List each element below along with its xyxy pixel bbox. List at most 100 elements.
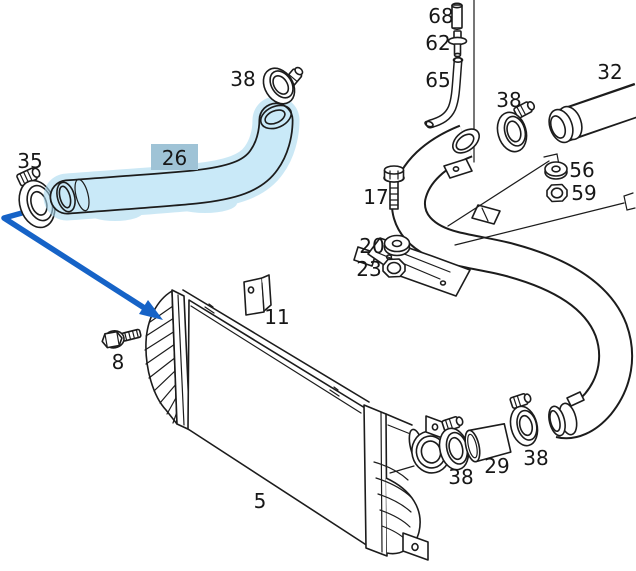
hose-26-top-opening (259, 104, 293, 130)
part-label-26-highlight-box (151, 144, 198, 170)
part-label-20: 20 (359, 234, 384, 258)
washer-20-top (383, 234, 411, 253)
clamp-35-band (18, 179, 56, 229)
valve-62-tip (453, 52, 462, 58)
intercooler-upper-tab-hole (431, 423, 439, 431)
washer-56-hole (551, 165, 561, 173)
bolt-17-head-top (383, 165, 405, 175)
part-labels: 35 26 38 68 62 65 38 32 56 59 17 20 23 1… (17, 4, 622, 513)
highlight-arrow-head (139, 300, 163, 320)
intercooler-tank-inner-line (380, 411, 383, 553)
intercooler-core (144, 289, 451, 561)
clamp-38a-screw-head (455, 416, 464, 427)
bracket-11 (243, 274, 272, 316)
nut-23 (382, 258, 406, 278)
hose-26-left-bore (58, 185, 72, 209)
nut-23-bore (386, 261, 402, 275)
intercooler-tank-ribs (373, 461, 412, 541)
tube-65-top-opening (452, 56, 464, 63)
intercooler-left-plate-inner-line (177, 294, 185, 426)
tube-65 (424, 56, 464, 129)
spacer-68-top (451, 2, 463, 9)
sleeve-29-left-bore (467, 433, 478, 459)
part-label-65: 65 (425, 68, 450, 92)
intercooler-wedge-hatching (144, 305, 179, 424)
spacer-68 (451, 2, 463, 31)
bolt-17-threads (389, 187, 399, 206)
part-label-32: 32 (597, 60, 622, 84)
clamp-38-top-band (262, 67, 296, 105)
clamp-38-top-band-bore (272, 74, 290, 95)
part-label-5: 5 (254, 489, 267, 513)
clamp-35 (16, 167, 56, 229)
hose-26-highlighted (43, 96, 300, 221)
intercooler-core-face (187, 299, 372, 549)
clamp-38b-screw (509, 393, 532, 409)
clamp-38-top-screw-head (294, 66, 304, 76)
clamp-38-bottom-right (509, 393, 539, 447)
clamp-38-middle-screw-head (526, 101, 536, 111)
part-label-8: 8 (112, 350, 125, 374)
washer-56 (544, 161, 568, 180)
bolt-8-head-facets (104, 331, 120, 349)
clamp-38b-band (509, 405, 539, 447)
part-label-23: 23 (356, 257, 381, 281)
clamp-38-middle-screw-slots (516, 104, 527, 118)
highlight-arrow (1, 203, 163, 320)
sleeve-29 (464, 423, 512, 463)
intercooler-lower-bulge (385, 477, 421, 555)
pipe-bracket-hole-2 (439, 280, 447, 286)
clamp-38b-band-bore (518, 414, 534, 437)
part-label-38-bottom-right: 38 (523, 446, 548, 470)
bracket-11-fold-line (261, 282, 265, 310)
charge-pipe-assembly (353, 124, 634, 440)
intercooler-port-connectors (387, 424, 415, 474)
sleeve-29-left-end (464, 429, 481, 463)
hose-26-left-opening (56, 181, 76, 213)
hose-32 (548, 82, 636, 144)
clamp-38a-screw (441, 416, 464, 432)
leader-line-upper (447, 153, 560, 227)
spacer-68-body (451, 4, 463, 29)
part-label-62: 62 (425, 31, 450, 55)
clamp-38b-screw-slots (512, 395, 522, 409)
bolt-8 (101, 328, 142, 349)
washer-20 (383, 234, 411, 257)
charge-pipe-top-bore (455, 133, 475, 151)
clamp-38-middle-band-bore (506, 120, 522, 143)
highlight-arrow-line (1, 203, 149, 312)
part-label-38-top: 38 (230, 67, 255, 91)
nut-59 (546, 183, 568, 203)
part-label-17: 17 (363, 185, 388, 209)
bracket-11-plate (243, 277, 265, 316)
charge-pipe-body (392, 126, 632, 438)
charge-pipe-end-bore (549, 409, 561, 433)
spacer-68-bottom (451, 27, 463, 31)
intercooler-lower-tab-hole (411, 542, 419, 552)
charge-pipe-clip-lower-fold (481, 207, 489, 222)
nut-59-bore (550, 187, 564, 199)
charge-pipe-clip-lower (471, 204, 501, 225)
bracket-11-flap (261, 274, 272, 312)
intercooler-rail-slots (204, 303, 340, 397)
intercooler-top-rail-inner (190, 305, 362, 414)
hose-26-body (51, 104, 292, 213)
bolt-8-threads (124, 329, 139, 342)
clamp-35-screw-head (31, 167, 41, 178)
clamp-38a-band-bore (448, 436, 464, 461)
nut-59-hex (546, 183, 568, 203)
washer-20-hole (391, 239, 403, 248)
part-label-38-bottom-left: 38 (448, 465, 473, 489)
part-label-59: 59 (571, 181, 596, 205)
tube-65-body (427, 58, 461, 127)
part-label-35: 35 (17, 149, 42, 173)
part-label-68: 68 (428, 4, 453, 28)
bolt-17-head-facets (389, 170, 399, 180)
clamp-38-bottom-left (438, 416, 470, 471)
valve-62 (447, 30, 468, 58)
clamp-38-top (262, 66, 304, 105)
nut-23-hex (382, 258, 406, 278)
hose-26-collar-ring (74, 178, 90, 212)
